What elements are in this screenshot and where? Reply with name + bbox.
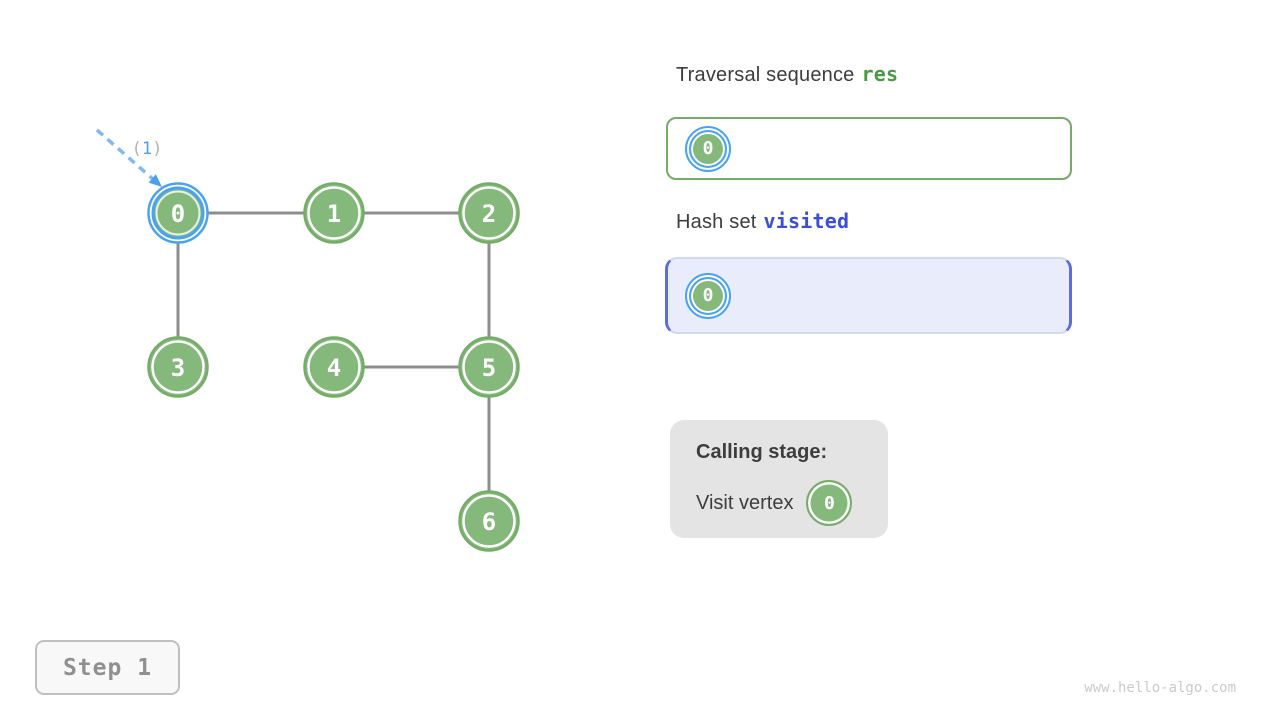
traversal-sequence-box: 0 <box>666 117 1072 180</box>
vertex-2: 2 <box>458 182 520 244</box>
hash-set-heading-text: Hash set <box>676 211 757 233</box>
vertex-4: 4 <box>303 336 365 398</box>
vertex-chip-0: 0 <box>685 272 731 319</box>
watermark: www.hello-algo.com <box>1084 680 1236 696</box>
calling-stage-title: Calling stage: <box>696 441 828 463</box>
vertex-label-1: 1 <box>327 200 341 228</box>
vertex-label-4: 4 <box>327 354 341 382</box>
vertex-chip-0: 0 <box>685 125 731 172</box>
vertex-label-3: 3 <box>171 354 185 382</box>
hash-set-heading: Hash set visited <box>676 209 849 234</box>
step-arrow-head <box>148 174 162 187</box>
vertex-label-2: 2 <box>482 200 496 228</box>
calling-stage-action: Visit vertex 0 <box>696 480 862 526</box>
vertex-label-6: 6 <box>482 508 496 536</box>
vertex-0: 0 <box>147 182 209 244</box>
vertex-6: 6 <box>458 490 520 552</box>
step-arrow-label: (1) <box>132 139 163 159</box>
vertex-label-5: 5 <box>482 354 496 382</box>
calling-stage-box: Calling stage: Visit vertex 0 <box>670 420 888 538</box>
graph: (1) 0 1 2 3 4 5 6 <box>95 128 520 552</box>
vertex-3: 3 <box>147 336 209 398</box>
vertex-1: 1 <box>303 182 365 244</box>
step-button[interactable]: Step 1 <box>35 640 180 695</box>
visited-set-box: 0 <box>665 257 1072 334</box>
vertex-5: 5 <box>458 336 520 398</box>
res-variable-label: res <box>861 62 899 86</box>
traversal-sequence-heading: Traversal sequence res <box>676 62 898 87</box>
step-button-label: Step 1 <box>62 654 153 681</box>
visited-variable-label: visited <box>763 209 850 233</box>
traversal-sequence-heading-text: Traversal sequence <box>676 64 855 86</box>
visit-vertex-text: Visit vertex <box>696 491 794 514</box>
vertex-label-0: 0 <box>171 200 185 228</box>
vertex-chip-0: 0 <box>806 480 853 526</box>
